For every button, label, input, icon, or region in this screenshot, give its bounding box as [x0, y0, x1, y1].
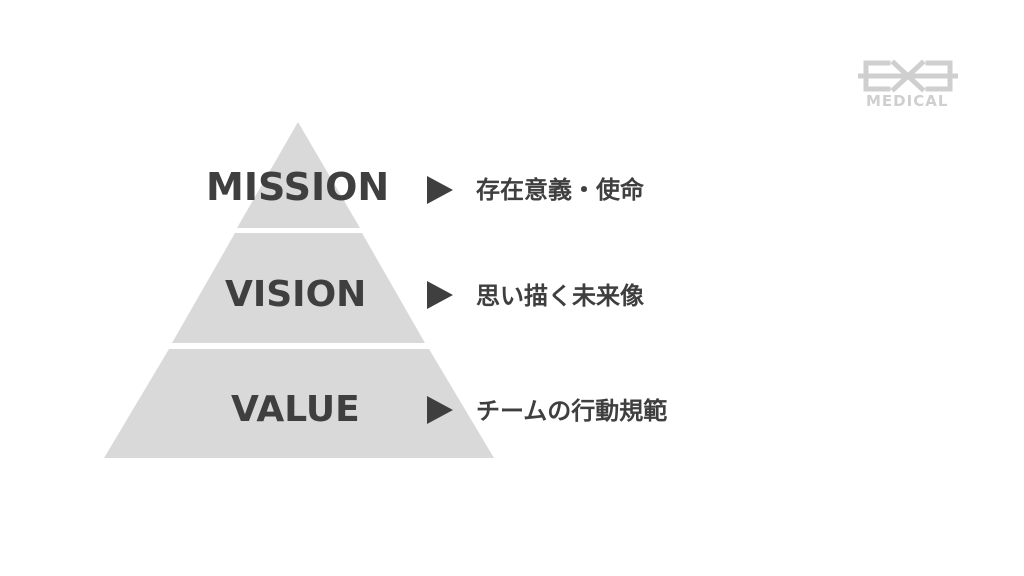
play-arrow-icon [427, 281, 453, 309]
logo-text: MEDICAL [866, 92, 949, 110]
pyramid-tier-vision [172, 233, 425, 343]
pyramid-tier-mission [237, 122, 360, 228]
tier-title-mission: MISSION [206, 165, 390, 209]
tier-title-value: VALUE [231, 389, 360, 430]
exe-logo-icon [858, 59, 958, 93]
tier-description-mission: 存在意義・使命 [476, 176, 644, 204]
pyramid-tier-value [104, 349, 494, 458]
tier-title-vision: VISION [225, 274, 367, 315]
tier-description-value: チームの行動規範 [476, 397, 668, 425]
play-arrow-icon [427, 176, 453, 204]
play-arrow-icon [427, 396, 453, 424]
tier-description-vision: 思い描く未来像 [476, 282, 644, 310]
